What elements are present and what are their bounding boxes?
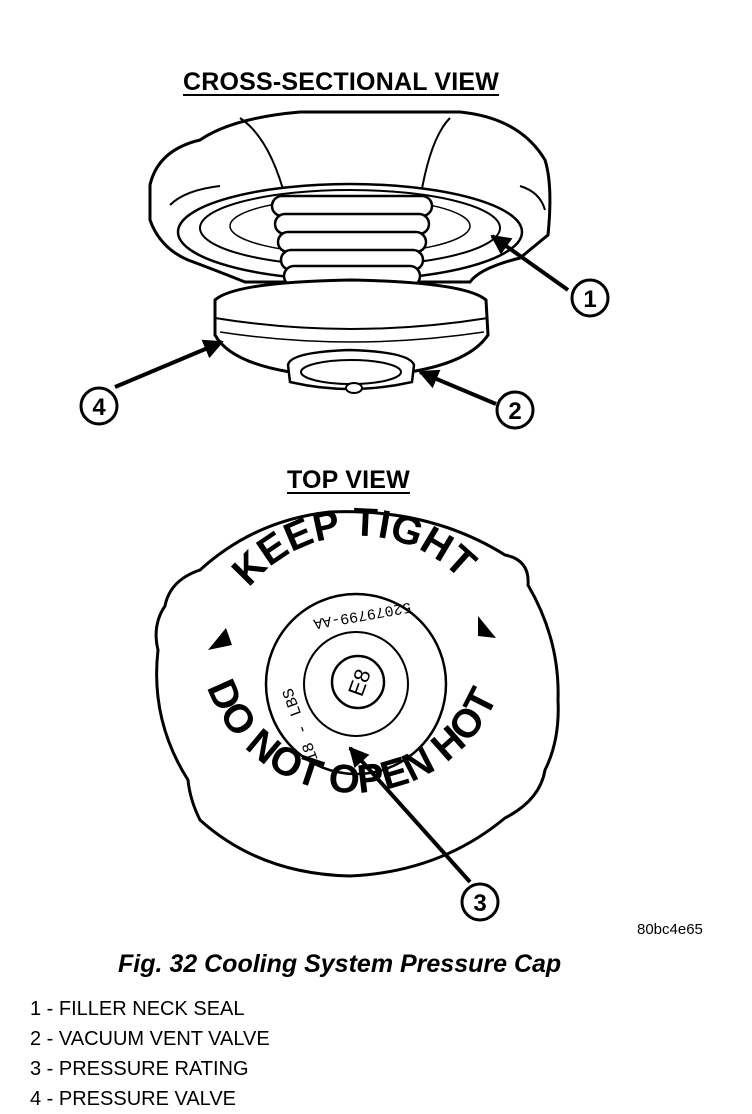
left-rotation-arrow-icon (208, 628, 232, 650)
svg-text:4: 4 (92, 394, 106, 421)
legend-item: 4 - PRESSURE VALVE (30, 1088, 236, 1110)
callout-3: 3 (460, 882, 500, 922)
arrow-4 (114, 339, 224, 389)
callout-4: 4 (79, 386, 119, 426)
svg-text:1: 1 (583, 286, 596, 313)
top-view-cap: E8 KEEP TIGHT DO NOT OPEN HOT 52079799-A… (154, 500, 560, 878)
arrow-2 (418, 369, 497, 406)
svg-text:3: 3 (473, 890, 486, 917)
legend-list: 1 - FILLER NECK SEAL 2 - VACUUM VENT VAL… (30, 994, 270, 1114)
figure-caption: Fig. 32 Cooling System Pressure Cap (118, 950, 562, 978)
svg-text:2: 2 (508, 398, 521, 425)
top-view-heading: TOP VIEW (287, 466, 410, 494)
cross-sectional-view-heading: CROSS-SECTIONAL VIEW (183, 68, 500, 96)
pressure-valve-body (213, 278, 490, 374)
legend-item: 2 - VACUUM VENT VALVE (30, 1028, 270, 1050)
callout-2: 2 (495, 390, 535, 430)
center-button (330, 654, 386, 710)
callout-1: 1 (570, 278, 610, 318)
right-rotation-arrow-icon (478, 616, 496, 638)
arrow-1 (490, 234, 570, 292)
cross-section-cap (148, 110, 552, 394)
callout-arrows-cross-section (114, 234, 570, 406)
callout-arrow-3 (348, 746, 472, 884)
legend-item: 3 - PRESSURE RATING (30, 1058, 249, 1080)
spring (270, 194, 434, 288)
image-code: 80bc4e65 (637, 921, 703, 938)
legend-item: 1 - FILLER NECK SEAL (30, 998, 245, 1020)
